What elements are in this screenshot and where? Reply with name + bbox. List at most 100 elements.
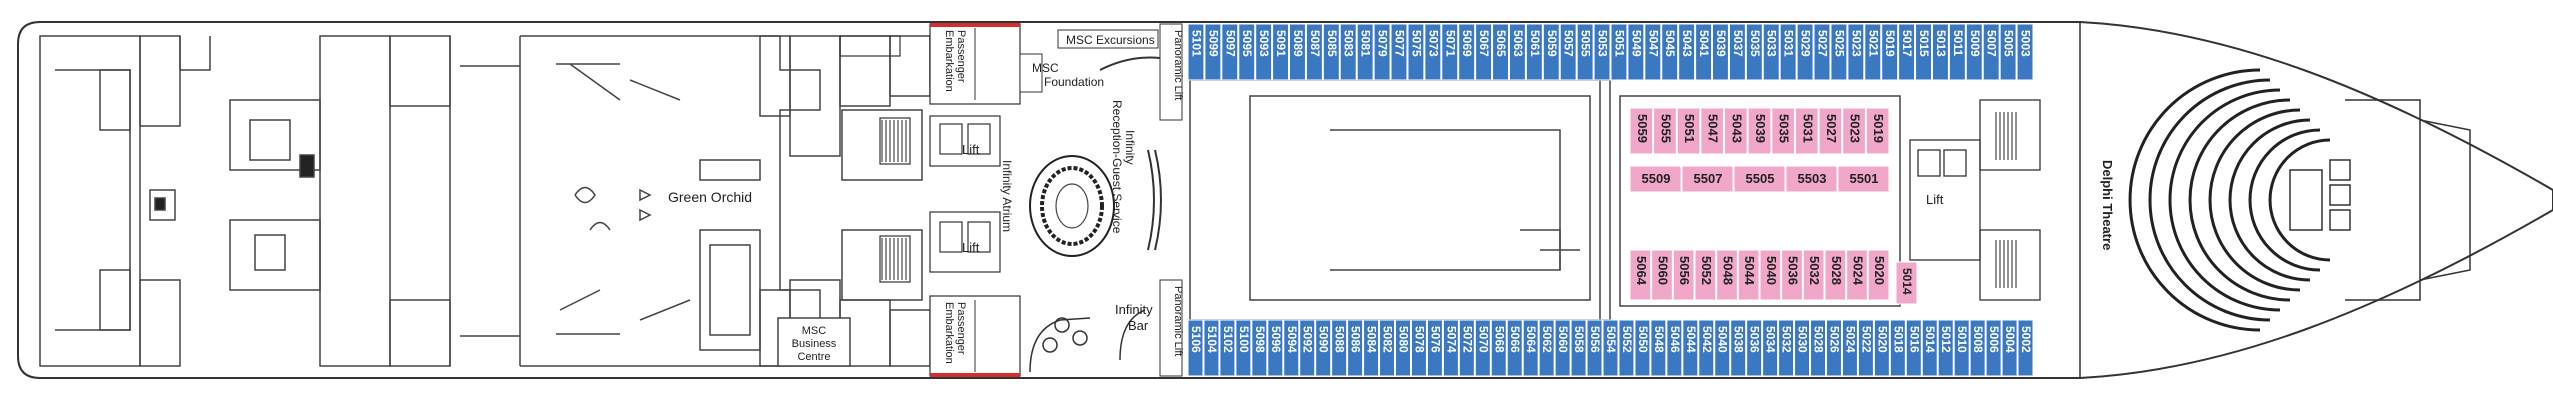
cabin-5024[interactable]: 5024	[1846, 249, 1868, 301]
cabin-5050[interactable]: 5050	[1634, 319, 1651, 377]
cabin-5073[interactable]: 5073	[1424, 23, 1442, 81]
cabin-5072[interactable]: 5072	[1458, 319, 1475, 377]
cabin-5093[interactable]: 5093	[1255, 23, 1273, 81]
cabin-5043[interactable]: 5043	[1678, 23, 1696, 81]
cabin-5080[interactable]: 5080	[1395, 319, 1411, 377]
cabin-5104[interactable]: 5104	[1203, 319, 1220, 377]
cabin-5024[interactable]: 5024	[1841, 319, 1858, 377]
cabin-5013[interactable]: 5013	[1931, 23, 1949, 81]
cabin-5100[interactable]: 5100	[1235, 319, 1252, 377]
cabin-5049[interactable]: 5049	[1627, 23, 1645, 81]
cabin-5004[interactable]: 5004	[2001, 319, 2018, 377]
cabin-5043[interactable]: 5043	[1724, 107, 1748, 155]
cabin-5029[interactable]: 5029	[1796, 23, 1814, 81]
cabin-5040[interactable]: 5040	[1759, 249, 1782, 301]
cabin-5005[interactable]: 5005	[1999, 23, 2017, 81]
cabin-5055[interactable]: 5055	[1653, 107, 1677, 155]
cabin-5102[interactable]: 5102	[1219, 319, 1236, 377]
cabin-5045[interactable]: 5045	[1661, 23, 1679, 81]
cabin-5065[interactable]: 5065	[1492, 23, 1509, 81]
cabin-5053[interactable]: 5053	[1593, 23, 1611, 81]
cabin-5028[interactable]: 5028	[1810, 319, 1826, 377]
cabin-5095[interactable]: 5095	[1238, 23, 1256, 81]
cabin-5066[interactable]: 5066	[1506, 319, 1523, 377]
cabin-5067[interactable]: 5067	[1475, 23, 1493, 81]
cabin-5018[interactable]: 5018	[1889, 319, 1906, 377]
cabin-5002[interactable]: 5002	[2017, 319, 2034, 377]
cabin-5084[interactable]: 5084	[1363, 319, 1380, 377]
cabin-5056[interactable]: 5056	[1586, 319, 1603, 377]
cabin-5019[interactable]: 5019	[1865, 107, 1890, 155]
cabin-5022[interactable]: 5022	[1857, 319, 1874, 377]
cabin-5039[interactable]: 5039	[1747, 107, 1772, 155]
cabin-5019[interactable]: 5019	[1881, 23, 1899, 81]
cabin-5011[interactable]: 5011	[1948, 23, 1966, 81]
cabin-5059[interactable]: 5059	[1542, 23, 1560, 81]
cabin-5027[interactable]: 5027	[1813, 23, 1831, 81]
cabin-5030[interactable]: 5030	[1794, 319, 1811, 377]
cabin-5052[interactable]: 5052	[1694, 249, 1717, 301]
cabin-5075[interactable]: 5075	[1407, 23, 1425, 81]
cabin-5099[interactable]: 5099	[1204, 23, 1222, 81]
cabin-5501[interactable]: 5501	[1837, 165, 1890, 193]
cabin-5051[interactable]: 5051	[1610, 23, 1628, 81]
cabin-5020[interactable]: 5020	[1873, 319, 1890, 377]
cabin-5023[interactable]: 5023	[1842, 107, 1866, 155]
cabin-5509[interactable]: 5509	[1629, 165, 1682, 193]
cabin-5063[interactable]: 5063	[1508, 23, 1526, 81]
cabin-5009[interactable]: 5009	[1965, 23, 1983, 81]
cabin-5046[interactable]: 5046	[1666, 319, 1683, 377]
cabin-5094[interactable]: 5094	[1283, 319, 1300, 377]
cabin-5048[interactable]: 5048	[1650, 319, 1667, 377]
cabin-5037[interactable]: 5037	[1728, 23, 1746, 81]
cabin-5082[interactable]: 5082	[1379, 319, 1396, 377]
cabin-5058[interactable]: 5058	[1570, 319, 1587, 377]
cabin-5039[interactable]: 5039	[1712, 23, 1729, 81]
cabin-5044[interactable]: 5044	[1682, 319, 1699, 377]
cabin-5079[interactable]: 5079	[1373, 23, 1391, 81]
cabin-5014[interactable]: 5014	[1921, 319, 1938, 377]
cabin-5015[interactable]: 5015	[1915, 23, 1932, 81]
cabin-5014[interactable]: 5014	[1895, 261, 1918, 305]
cabin-5051[interactable]: 5051	[1676, 107, 1701, 155]
cabin-5060[interactable]: 5060	[1554, 319, 1571, 377]
cabin-5008[interactable]: 5008	[1969, 319, 1986, 377]
cabin-5071[interactable]: 5071	[1441, 23, 1459, 81]
cabin-5507[interactable]: 5507	[1681, 165, 1734, 193]
cabin-5042[interactable]: 5042	[1698, 319, 1715, 377]
cabin-5078[interactable]: 5078	[1410, 319, 1427, 377]
cabin-5062[interactable]: 5062	[1538, 319, 1555, 377]
cabin-5070[interactable]: 5070	[1474, 319, 1491, 377]
cabin-5007[interactable]: 5007	[1982, 23, 2000, 81]
cabin-5097[interactable]: 5097	[1221, 23, 1239, 81]
cabin-5085[interactable]: 5085	[1322, 23, 1340, 81]
cabin-5057[interactable]: 5057	[1559, 23, 1577, 81]
cabin-5038[interactable]: 5038	[1730, 319, 1747, 377]
cabin-5047[interactable]: 5047	[1700, 107, 1725, 155]
cabin-5025[interactable]: 5025	[1830, 23, 1848, 81]
cabin-5106[interactable]: 5106	[1187, 319, 1204, 377]
cabin-5003[interactable]: 5003	[2016, 23, 2034, 81]
cabin-5028[interactable]: 5028	[1824, 249, 1847, 301]
cabin-5060[interactable]: 5060	[1651, 249, 1673, 301]
cabin-5096[interactable]: 5096	[1267, 319, 1284, 377]
cabin-5059[interactable]: 5059	[1629, 107, 1654, 155]
cabin-5101[interactable]: 5101	[1187, 23, 1205, 81]
cabin-5098[interactable]: 5098	[1251, 319, 1268, 377]
cabin-5087[interactable]: 5087	[1305, 23, 1323, 81]
cabin-5061[interactable]: 5061	[1525, 23, 1543, 81]
cabin-5006[interactable]: 5006	[1985, 319, 2002, 377]
cabin-5016[interactable]: 5016	[1905, 319, 1922, 377]
cabin-5032[interactable]: 5032	[1802, 249, 1825, 301]
cabin-5505[interactable]: 5505	[1733, 165, 1786, 193]
cabin-5035[interactable]: 5035	[1771, 107, 1795, 155]
cabin-5023[interactable]: 5023	[1847, 23, 1865, 81]
cabin-5012[interactable]: 5012	[1937, 319, 1954, 377]
cabin-5020[interactable]: 5020	[1867, 249, 1890, 301]
cabin-5077[interactable]: 5077	[1390, 23, 1408, 81]
cabin-5090[interactable]: 5090	[1315, 319, 1332, 377]
cabin-5083[interactable]: 5083	[1339, 23, 1357, 81]
cabin-5055[interactable]: 5055	[1576, 23, 1594, 81]
cabin-5074[interactable]: 5074	[1442, 319, 1459, 377]
cabin-5068[interactable]: 5068	[1490, 319, 1507, 377]
